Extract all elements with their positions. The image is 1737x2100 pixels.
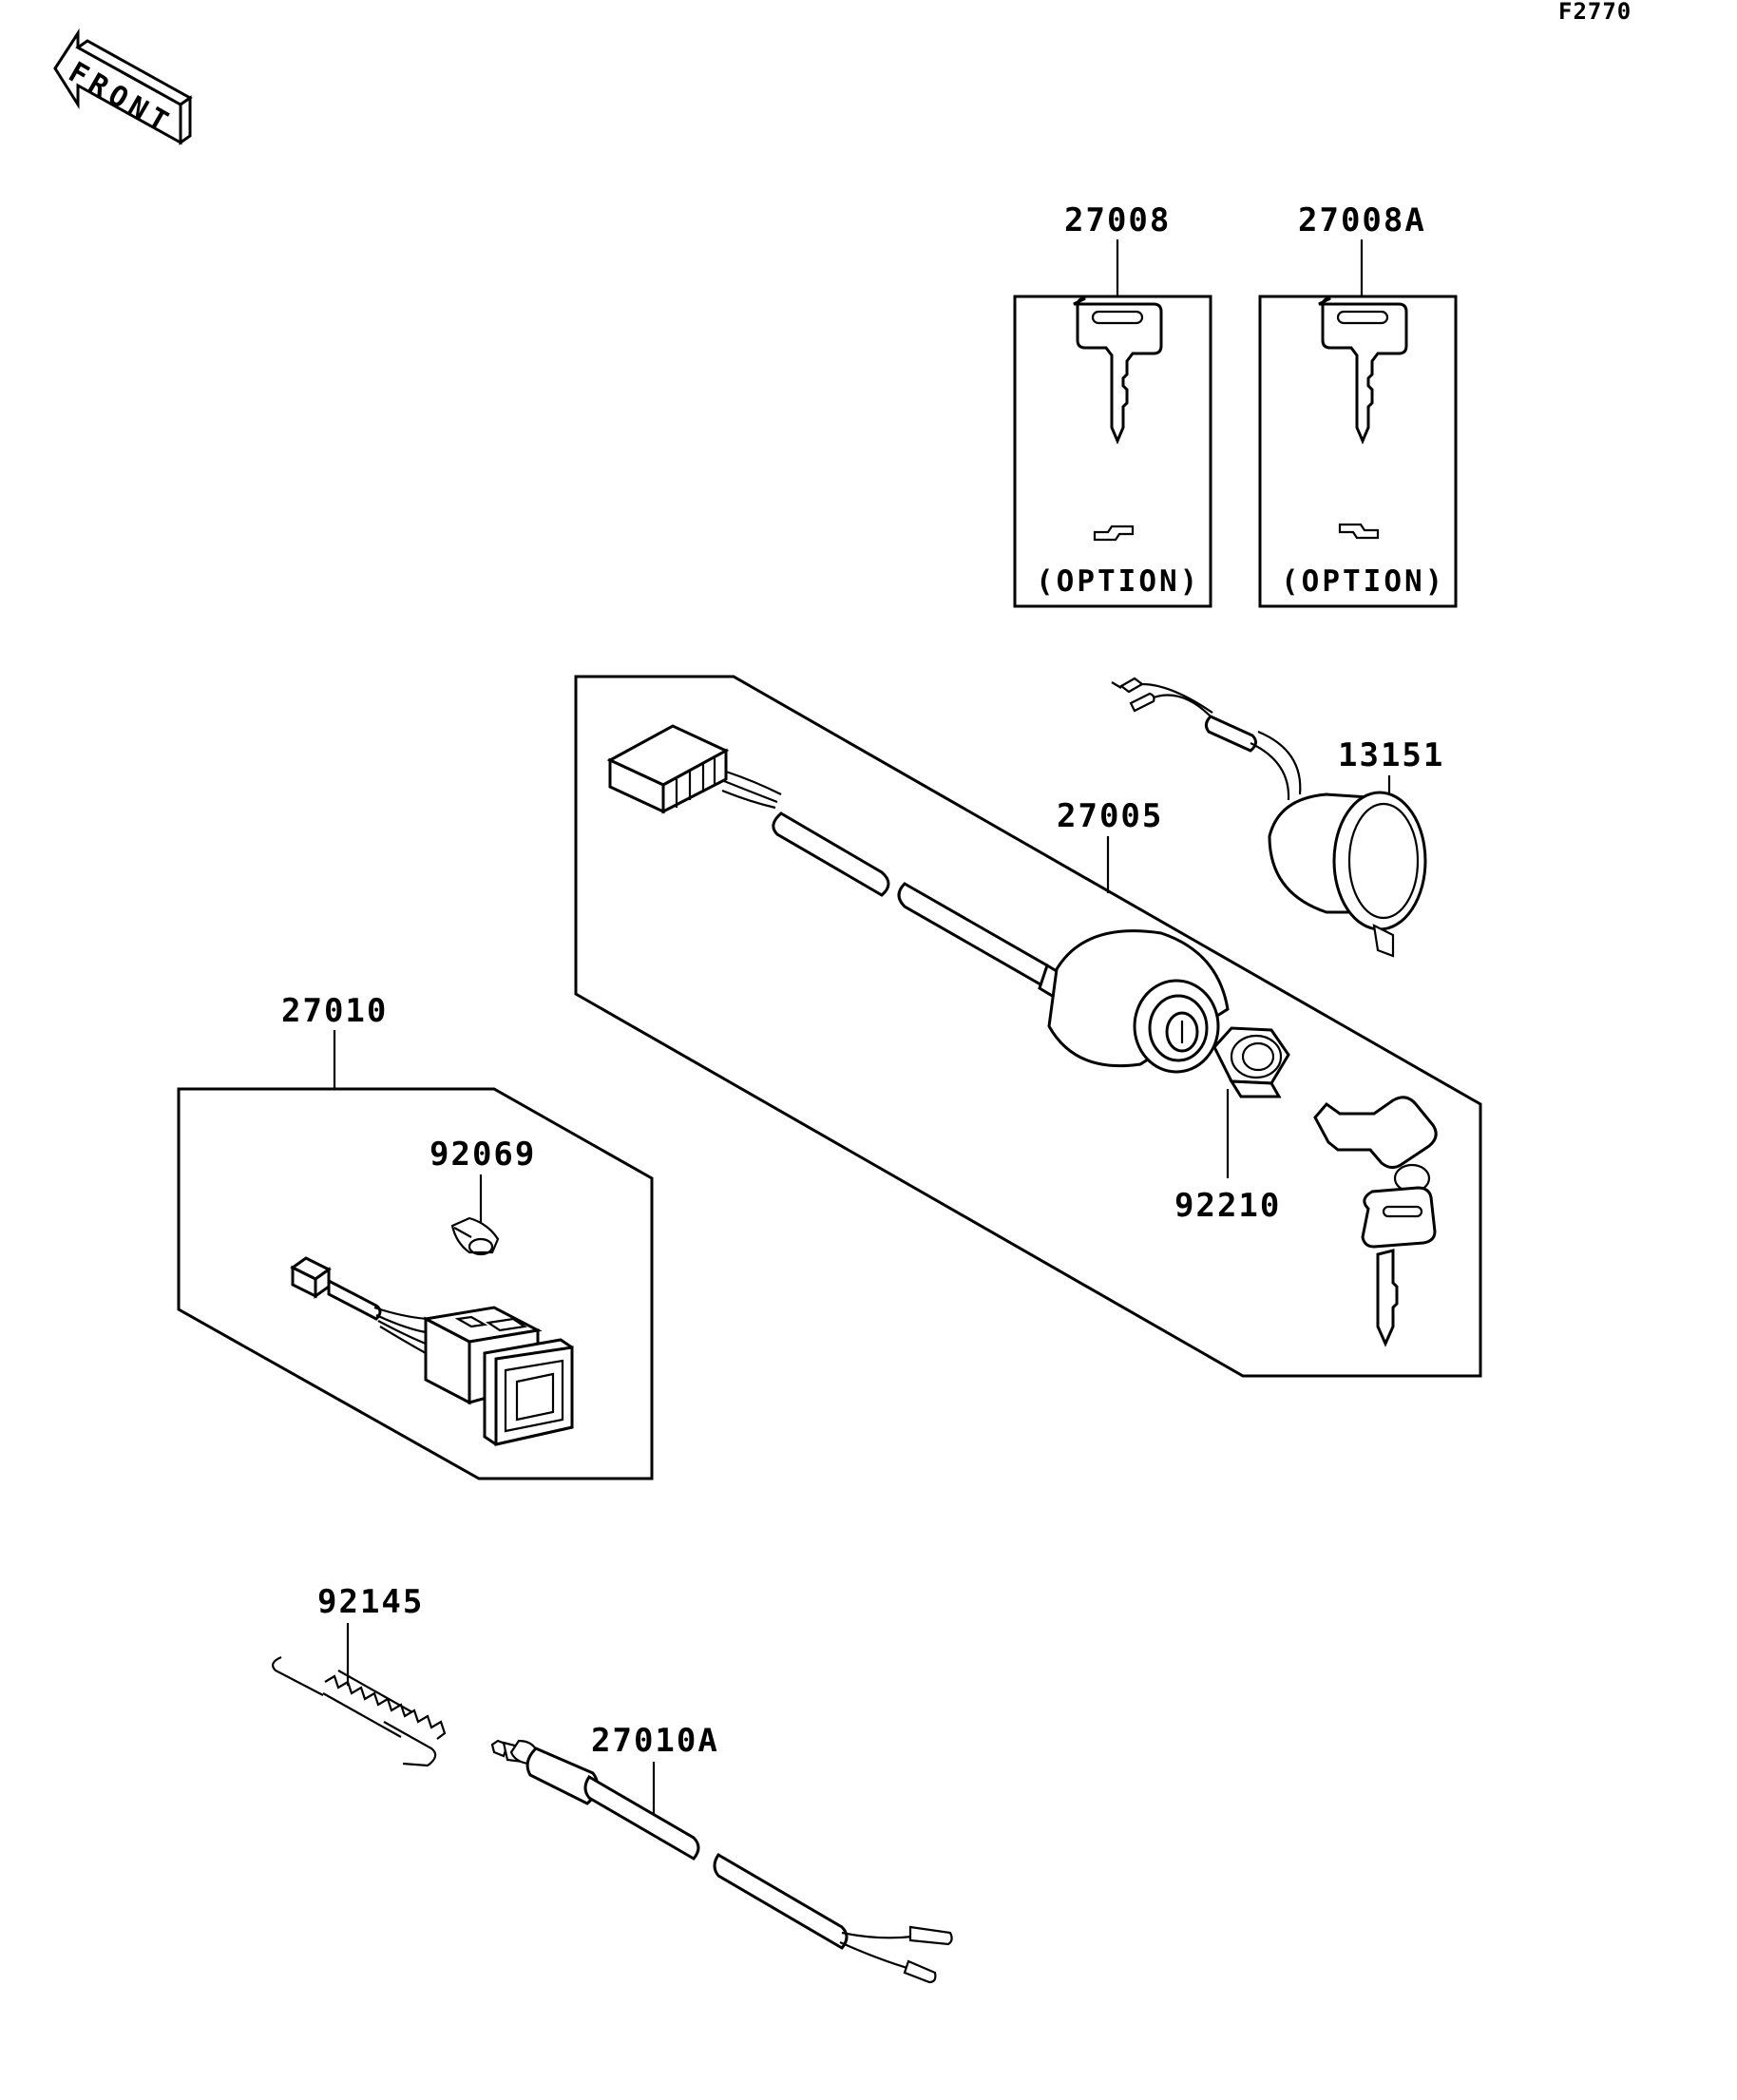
small-connector — [290, 1256, 332, 1299]
key-icon — [1318, 296, 1408, 445]
part-number-27010: 27010 — [281, 992, 388, 1030]
push-switch — [421, 1306, 574, 1446]
spring-92145[interactable]: 92145 — [272, 1583, 447, 1767]
connector-plug — [606, 724, 730, 814]
switch-assembly-27010[interactable]: 27010 92069 — [177, 992, 654, 1480]
key-cylinder-13151[interactable]: 13151 — [1111, 677, 1444, 958]
coil-spring-icon — [322, 1670, 447, 1740]
part-number-27008A: 27008A — [1298, 201, 1426, 239]
part-number-27008: 27008 — [1064, 201, 1171, 239]
figure-code: F2770 — [1558, 0, 1632, 25]
option-label-27008A: (OPTION) — [1281, 564, 1445, 599]
part-number-92145: 92145 — [317, 1583, 424, 1621]
nut-92210[interactable]: 92210 — [1174, 1026, 1290, 1225]
bulb-92069[interactable]: 92069 — [429, 1136, 536, 1256]
part-number-92210: 92210 — [1174, 1187, 1281, 1225]
option-label-27008: (OPTION) — [1036, 564, 1200, 599]
brake-switch-27010A[interactable]: 27010A — [490, 1722, 953, 1984]
key-icon — [1073, 296, 1163, 445]
part-number-92069: 92069 — [429, 1136, 536, 1174]
ignition-switch-body — [1047, 929, 1230, 1074]
ignition-switch-assembly-27005[interactable]: 27005 13151 — [574, 675, 1482, 1378]
key-option-27008[interactable]: 27008 (OPTION) — [1013, 201, 1212, 608]
part-number-13151: 13151 — [1338, 736, 1444, 774]
ignition-keys — [1313, 1096, 1438, 1347]
key-option-27008A[interactable]: 27008A (OPTION) — [1258, 201, 1458, 608]
part-number-27005: 27005 — [1057, 797, 1163, 835]
part-number-27010A: 27010A — [591, 1722, 719, 1760]
front-arrow-icon: FRONT — [53, 28, 193, 145]
